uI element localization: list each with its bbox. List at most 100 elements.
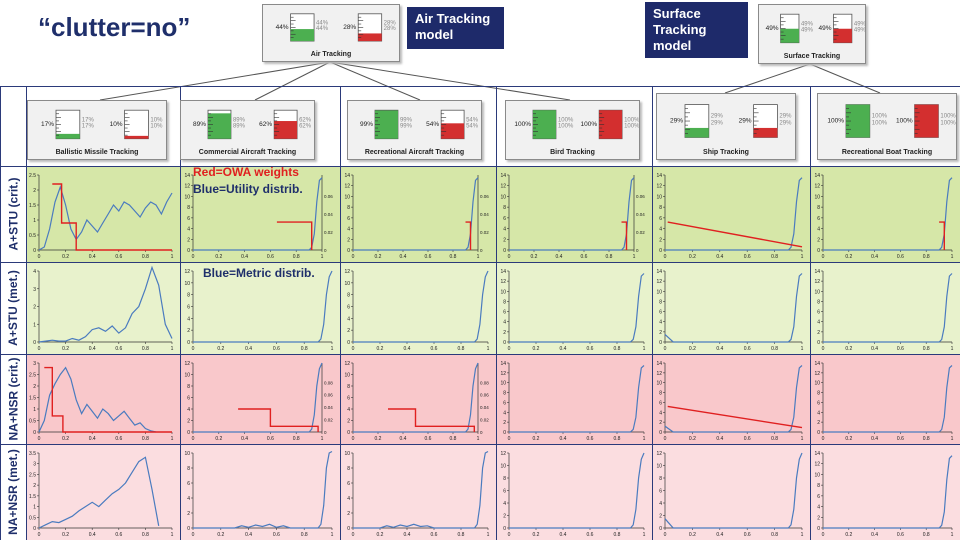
x-tick-label: 0.4: [89, 254, 96, 260]
distribution-line: [823, 177, 953, 251]
x-tick-label: 1: [171, 254, 174, 260]
red-bound-label: 10%: [150, 123, 163, 129]
x-tick-label: 0.2: [531, 254, 538, 260]
node-label: Ballistic Missile Tracking: [55, 149, 139, 156]
y-tick-label: 4: [817, 505, 820, 511]
green-value-label: 29%: [670, 118, 683, 125]
y-tick-label: 0.5: [29, 515, 36, 521]
x-tick-label: 1: [801, 346, 804, 352]
y2-tick-label: 0.02: [480, 230, 489, 235]
distribution-line: [509, 273, 645, 343]
y-tick-label: 0: [503, 430, 506, 436]
green-value-label: 100%: [514, 121, 531, 128]
y-tick-label: 14: [500, 361, 506, 367]
y-tick-label: 12: [814, 371, 820, 377]
y2-tick-label: 0: [324, 430, 327, 435]
x-tick-label: 0.6: [897, 532, 904, 538]
gauge-fill: [846, 104, 870, 138]
y-tick-label: 8: [817, 391, 820, 397]
x-tick-label: 0.6: [587, 436, 594, 442]
x-tick-label: 0.4: [871, 436, 878, 442]
owa-weights-line: [238, 408, 319, 432]
distribution-line: [823, 365, 953, 433]
y-tick-label: 14: [344, 173, 350, 179]
x-tick-label: 1: [477, 436, 480, 442]
x-tick-label: 0.4: [716, 254, 723, 260]
y-tick-label: 2: [347, 328, 350, 334]
x-tick-label: 0.4: [89, 532, 96, 538]
y-tick-label: 4: [187, 407, 190, 413]
row-label: A+STU (crit.): [0, 166, 26, 262]
distribution-line: [193, 177, 323, 251]
y-tick-label: 10: [344, 281, 350, 287]
green-bound-label: 89%: [233, 123, 246, 129]
y-tick-label: 6: [187, 481, 190, 487]
x-tick-label: 0.4: [560, 436, 567, 442]
x-tick-label: 0.4: [560, 532, 567, 538]
x-tick-label: 0: [822, 436, 825, 442]
y-tick-label: 2: [187, 328, 190, 334]
owa-weights-line: [44, 366, 172, 433]
row-label: A+STU (met.): [0, 262, 26, 354]
x-tick-label: 1: [801, 254, 804, 260]
y-tick-label: 4: [347, 496, 350, 502]
distribution-line: [823, 273, 953, 343]
y-tick-label: 8: [187, 205, 190, 211]
x-tick-label: 1: [951, 436, 954, 442]
x-tick-label: 0.6: [431, 532, 438, 538]
y-tick-label: 4: [817, 410, 820, 416]
y2-tick-label: 0.06: [480, 194, 489, 199]
y-tick-label: 0: [503, 526, 506, 532]
x-tick-label: 0.4: [245, 346, 252, 352]
x-tick-label: 1: [477, 254, 480, 260]
x-tick-label: 0.8: [614, 436, 621, 442]
y-tick-label: 0.5: [29, 419, 36, 425]
y-tick-label: 12: [344, 269, 350, 275]
y-tick-label: 10: [184, 373, 190, 379]
x-tick-label: 0.2: [845, 254, 852, 260]
y-tick-label: 2.5: [29, 173, 36, 179]
x-tick-label: 0: [664, 532, 667, 538]
node-gauges: 100%100%100%100%100%100%: [827, 104, 956, 138]
gauge-fill: [124, 135, 149, 139]
node-gauges: 17%17%17%10%10%10%: [41, 109, 163, 140]
x-tick-label: 0: [822, 532, 825, 538]
y-tick-label: 14: [814, 361, 820, 367]
x-tick-label: 1: [171, 532, 174, 538]
y-tick-label: 3: [33, 287, 36, 293]
owa-weights-line: [52, 183, 172, 251]
y-tick-label: 0: [187, 430, 190, 436]
y-tick-label: 0: [347, 526, 350, 532]
x-tick-label: 0.4: [871, 254, 878, 260]
x-tick-label: 0.6: [115, 346, 122, 352]
y-tick-label: 8: [187, 466, 190, 472]
y-tick-label: 4: [347, 227, 350, 233]
y-tick-label: 8: [659, 476, 662, 482]
distribution-line: [193, 450, 333, 529]
y-tick-label: 12: [814, 184, 820, 190]
x-tick-label: 1: [801, 532, 804, 538]
tree-connectors: [99, 61, 881, 101]
x-tick-label: 0.8: [142, 436, 149, 442]
grid-vline: [180, 86, 181, 540]
y-tick-label: 8: [347, 466, 350, 472]
x-tick-label: 1: [801, 436, 804, 442]
y-tick-label: 6: [347, 396, 350, 402]
x-tick-label: 0.8: [771, 532, 778, 538]
x-tick-label: 0.8: [923, 254, 930, 260]
grid-vline: [26, 86, 27, 540]
x-tick-label: 0: [664, 436, 667, 442]
distribution-line: [353, 362, 479, 433]
y-tick-label: 0: [33, 248, 36, 254]
y-tick-label: 12: [656, 184, 662, 190]
x-tick-label: 0.4: [716, 532, 723, 538]
green-value-label: 100%: [827, 118, 844, 125]
owa-weights-line: [621, 221, 628, 250]
y-tick-label: 8: [187, 384, 190, 390]
y-tick-label: 10: [184, 281, 190, 287]
node-ballistic-missile-tracking: Ballistic Missile Tracking 17%17%17%10%10…: [27, 100, 167, 160]
